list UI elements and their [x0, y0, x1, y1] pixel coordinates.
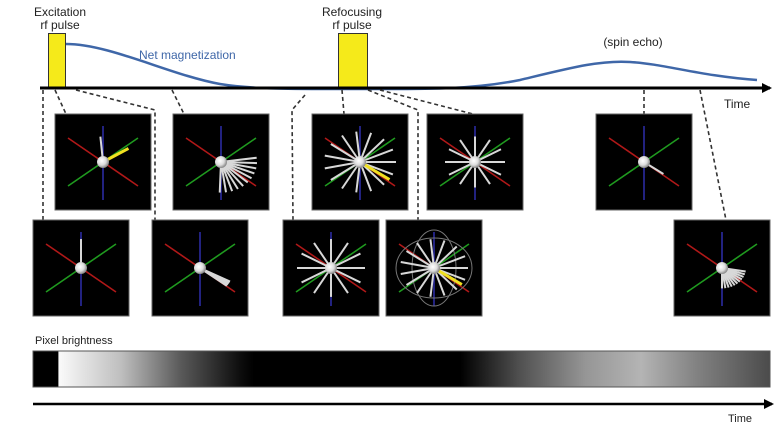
proton-sphere: [469, 156, 481, 168]
connector-p4: [379, 89, 474, 115]
refocusing-label: Refocusing: [322, 5, 382, 19]
proton-sphere: [97, 156, 109, 168]
time-label-bottom: Time: [728, 413, 752, 425]
connector-p3: [341, 89, 345, 115]
orbit: [395, 237, 473, 299]
spin-panel-p7: [151, 219, 249, 317]
spin-panel-p4: [426, 113, 524, 211]
excitation-label-2: rf pulse: [40, 18, 80, 32]
time-label-top: Time: [724, 97, 751, 111]
proton-sphere: [716, 262, 728, 274]
connector-p1: [54, 89, 67, 115]
connector-p10: [699, 89, 727, 221]
net-magnetization-label: Net magnetization: [139, 48, 236, 62]
spin-panel-p8: [282, 219, 380, 317]
spin-panels: [32, 113, 771, 317]
spin-echo-label: (spin echo): [603, 35, 662, 49]
spin-panel-p6: [32, 219, 130, 317]
proton-sphere: [194, 262, 206, 274]
spin-panel-p1: [54, 113, 152, 211]
pixel-brightness-bar: [32, 350, 771, 388]
excitation-pulse: [48, 33, 66, 89]
proton-sphere: [638, 156, 650, 168]
pixel-brightness-label: Pixel brightness: [35, 335, 113, 347]
spin-panel-p2: [172, 113, 270, 211]
connector-p9: [367, 89, 419, 220]
connector-lines: [42, 89, 727, 221]
proton-sphere: [354, 156, 366, 168]
spin-panel-p5: [595, 113, 693, 211]
connector-p8: [291, 94, 306, 221]
spin-panel-p9: [385, 219, 483, 317]
proton-sphere: [325, 262, 337, 274]
proton-sphere: [75, 262, 87, 274]
refocusing-label-2: rf pulse: [332, 18, 372, 32]
proton-sphere: [215, 156, 227, 168]
proton-sphere: [428, 262, 440, 274]
spin-panel-p3: [311, 113, 409, 211]
excitation-label: Excitation: [34, 5, 86, 19]
connector-p7: [75, 89, 156, 220]
refocusing-pulse: [338, 33, 368, 89]
spin-panel-p10: [673, 219, 771, 317]
connector-p2: [171, 89, 185, 115]
